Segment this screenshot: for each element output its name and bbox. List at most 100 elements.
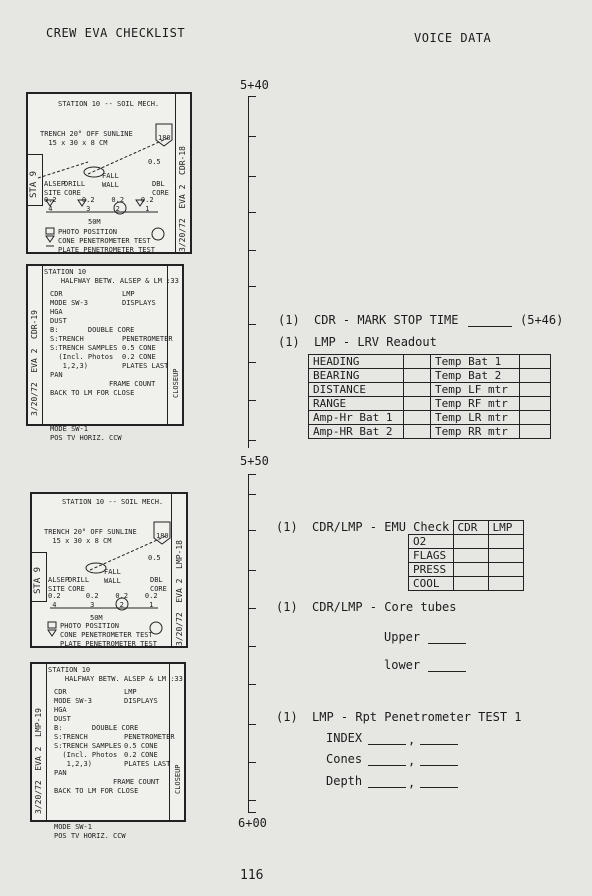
lower-blank[interactable] [428, 671, 466, 672]
emu-cdr-cell[interactable] [452, 548, 489, 563]
timeline-tick [248, 440, 256, 441]
notes-side-box [28, 266, 43, 424]
closeup-label-lmp: CLOSEUP [174, 764, 182, 794]
upper-blank[interactable] [428, 643, 466, 644]
emu-header-row: CDR LMP [409, 520, 524, 535]
emu-lmp-cell[interactable] [487, 534, 524, 549]
alsep-label: ALSEP SITE [44, 180, 66, 197]
lrv-temp-value-cell[interactable] [519, 382, 551, 397]
timeline-tick [248, 250, 256, 251]
cones-blank-2[interactable] [420, 765, 458, 766]
map-legend-lmp: PHOTO POSITION CONE PENETROMETER TEST PL… [60, 622, 157, 648]
depth-blank-1[interactable] [368, 787, 406, 788]
notes-side-label: 3/20/72 EVA 2 CDR-19 [30, 310, 39, 416]
index-blank-1[interactable] [368, 744, 406, 745]
lrv-value-cell[interactable] [403, 424, 431, 439]
lrv-temp-value-cell[interactable] [519, 368, 551, 383]
timeline-tick [248, 136, 256, 137]
lrv-temp-value-cell[interactable] [519, 396, 551, 411]
item-1-time: (5+46) [520, 313, 564, 327]
timeline-tick [248, 762, 256, 763]
alsep-label-lmp: ALSEP SITE [48, 576, 70, 593]
cones-label: Cones [326, 752, 363, 766]
lower-label: lower [384, 658, 421, 672]
emu-row: PRESS [408, 562, 524, 577]
sta-box [28, 154, 43, 206]
lrv-temp-value-cell[interactable] [519, 410, 551, 425]
emu-cdr-cell[interactable] [452, 576, 489, 591]
emu-item: PRESS [408, 562, 454, 577]
lrv-temp-param: Temp LF mtr [430, 382, 520, 397]
emu-item: COOL [408, 576, 454, 591]
timeline-tick [248, 570, 256, 571]
lrv-param: RANGE [308, 396, 404, 411]
notes-title-lmp: STATION 10 HALFWAY BETW. ALSEP & LM :33 [48, 666, 183, 683]
lrv-value-cell[interactable] [403, 396, 431, 411]
emu-row: O2 [408, 534, 524, 549]
lrv-temp-param: Temp RF mtr [430, 396, 520, 411]
time-6-00: 6+00 [238, 816, 267, 830]
index-comma: , [408, 733, 416, 747]
emu-cdr-cell[interactable] [452, 562, 489, 577]
label-180: 180 [158, 134, 171, 142]
notes-title: STATION 10 HALFWAY BETW. ALSEP & LM :33 [44, 268, 179, 285]
notes-side-box-lmp [32, 664, 47, 820]
map-sketch [37, 123, 173, 247]
item-2-number: (1) [278, 335, 300, 349]
item-5-text: LMP - Rpt Penetrometer TEST 1 [312, 710, 522, 724]
timeline-tick [248, 212, 256, 213]
fifty-m-label: 50M [88, 218, 101, 226]
time-5-50: 5+50 [240, 454, 269, 468]
index-label: INDEX [326, 731, 363, 745]
card-sidebar [175, 94, 190, 252]
stop-time-blank[interactable] [468, 326, 512, 327]
depth-blank-2[interactable] [420, 787, 458, 788]
closeup-label: CLOSEUP [172, 368, 180, 398]
timeline-tick [248, 474, 256, 475]
cones-comma: , [408, 754, 416, 768]
lrv-temp-value-cell[interactable] [519, 424, 551, 439]
map-sketch-lmp [47, 521, 171, 637]
notes-right-column-lmp: LMP DISPLAYS PENETROMETER 0.5 CONE 0.2 C… [124, 688, 175, 768]
card-side-label-lmp: 3/20/72 EVA 2 LMP-18 [175, 540, 184, 646]
card-sidebar-4 [169, 664, 184, 820]
timeline-tick [248, 96, 256, 97]
card-sidebar-3 [171, 494, 186, 646]
checklist-title: CREW EVA CHECKLIST [46, 26, 186, 40]
lrv-value-cell[interactable] [403, 354, 431, 369]
lrv-temp-param: Temp Bat 2 [430, 368, 520, 383]
item-3-text: CDR/LMP - EMU Check [312, 520, 450, 534]
lrv-value-cell[interactable] [403, 382, 431, 397]
lrv-value-cell[interactable] [403, 410, 431, 425]
sta-box-lmp [32, 552, 47, 602]
timeline-tick [248, 530, 256, 531]
timeline-tick [248, 494, 256, 495]
dbl-core-label: DBL CORE [152, 180, 169, 197]
emu-lmp-cell[interactable] [487, 562, 524, 577]
emu-lmp-cell[interactable] [487, 576, 524, 591]
card-sidebar-2 [167, 266, 182, 424]
index-blank-2[interactable] [420, 744, 458, 745]
voice-data-title: VOICE DATA [414, 31, 492, 45]
emu-item: FLAGS [408, 548, 454, 563]
trench-note: TRENCH 20° OFF SUNLINE 15 x 30 x 8 CM [40, 130, 133, 147]
timeline-tick [248, 608, 256, 609]
depth-comma: , [408, 776, 416, 790]
timeline-tick [248, 400, 256, 401]
lrv-temp-value-cell[interactable] [519, 354, 551, 369]
lrv-value-cell[interactable] [403, 368, 431, 383]
label-0-5-lmp: 0.5 [148, 554, 161, 562]
cones-blank-1[interactable] [368, 765, 406, 766]
emu-cdr-cell[interactable] [452, 534, 489, 549]
timeline-tick [248, 800, 256, 801]
lrv-param: BEARING [308, 368, 404, 383]
station-map-card-lmp: 3/20/72 EVA 2 LMP-18 STATION 10 -- SOIL … [30, 492, 188, 648]
emu-lmp-cell[interactable] [487, 548, 524, 563]
emu-item: O2 [408, 534, 454, 549]
item-4-text: CDR/LMP - Core tubes [312, 600, 457, 614]
